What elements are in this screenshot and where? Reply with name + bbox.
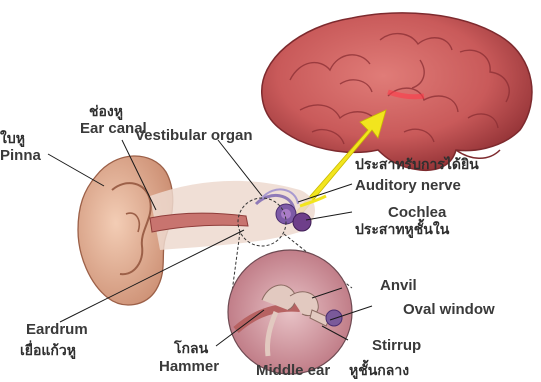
cochlea-thai-label: ประสาทหูชั้นใน	[355, 222, 449, 238]
pinna-label: Pinna	[0, 148, 41, 164]
middle-ear-inset	[228, 250, 352, 374]
middle-ear-thai-label: หูชั้นกลาง	[349, 363, 409, 379]
eardrum-thai-label: เยื่อแก้วหู	[20, 343, 76, 359]
brain	[262, 13, 532, 170]
cochlea-label: Cochlea	[388, 205, 446, 221]
stirrup-label: Stirrup	[372, 338, 421, 354]
ear-canal-thai-label: ช่องหู	[89, 104, 123, 120]
auditory-nerve-label: Auditory nerve	[355, 178, 461, 194]
hammer-thai-label: โกลน	[174, 341, 208, 357]
eardrum-label: Eardrum	[26, 322, 88, 338]
vestibular-organ-label: Vestibular organ	[135, 128, 253, 144]
hammer-label: Hammer	[159, 359, 219, 375]
auditory-nerve-thai-label: ประสาทรับการได้ยิน	[355, 157, 479, 173]
oval-window-label: Oval window	[403, 302, 495, 318]
pinna-thai-label: ใบหู	[0, 131, 25, 147]
middle-ear-label: Middle ear	[256, 363, 330, 379]
anvil-label: Anvil	[380, 278, 417, 294]
